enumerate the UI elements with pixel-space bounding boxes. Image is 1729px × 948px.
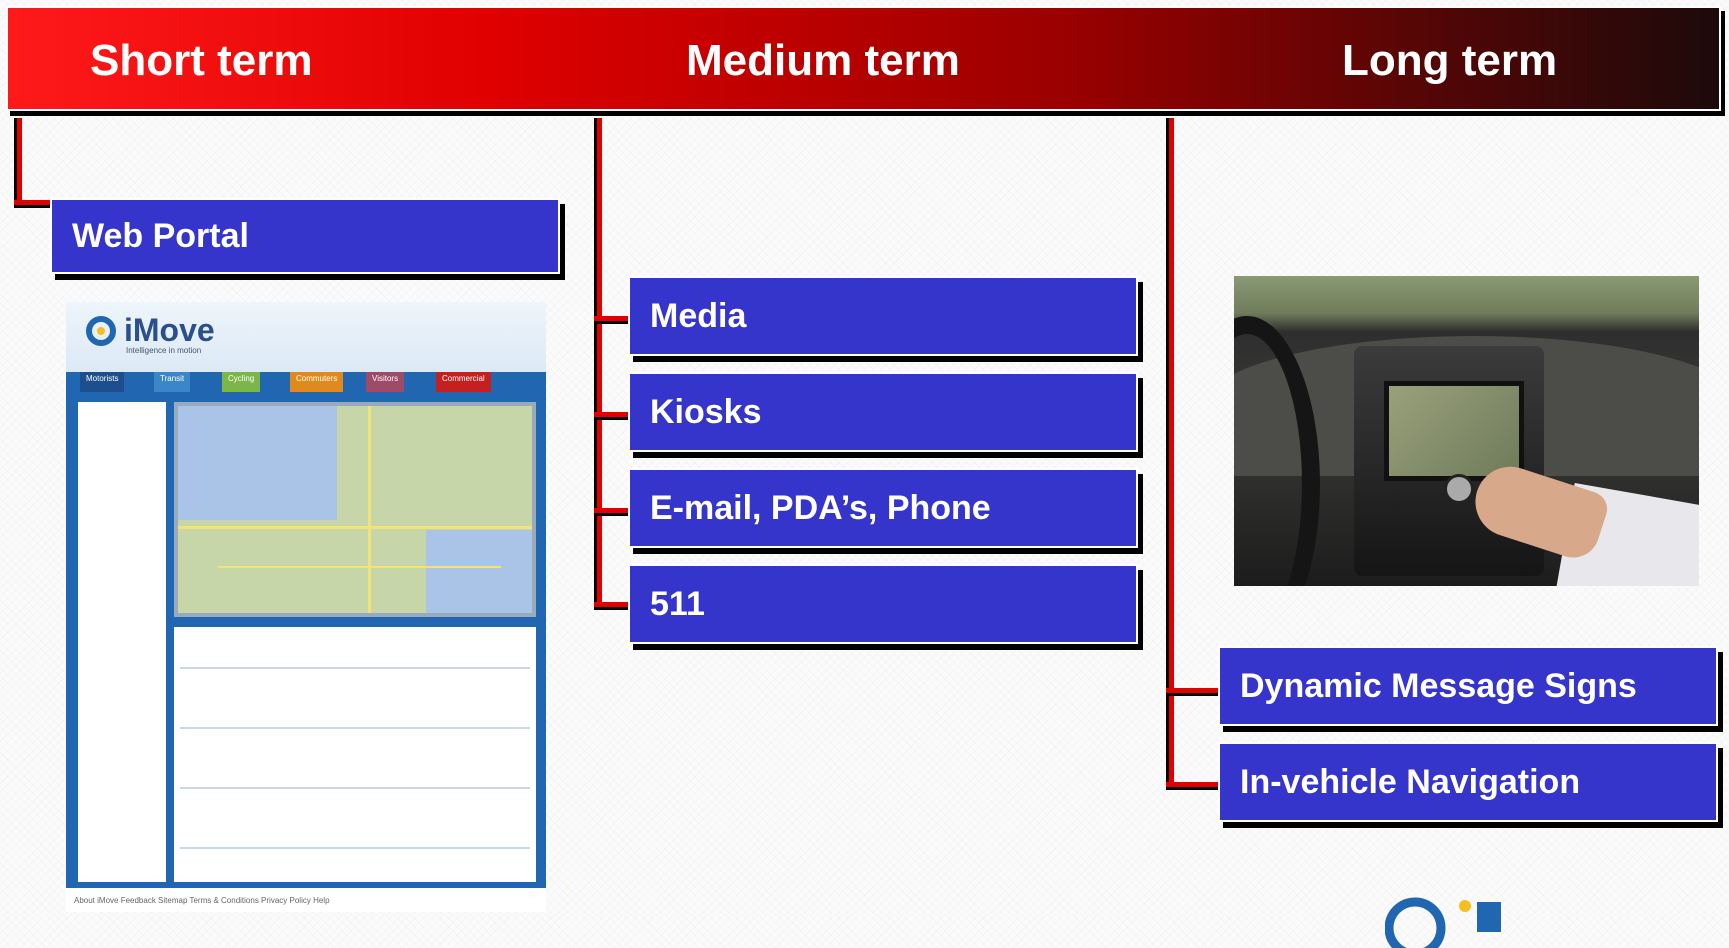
- portal-map: [174, 402, 536, 617]
- web-portal-screenshot: iMove Intelligence in motion Motorists T…: [66, 302, 546, 912]
- kiosks-box: Kiosks: [628, 372, 1138, 452]
- 511-box: 511: [628, 564, 1138, 644]
- portal-header: iMove Intelligence in motion: [66, 302, 546, 372]
- short-term-connector-vertical: [14, 118, 22, 208]
- map-road: [218, 566, 502, 568]
- media-box: Media: [628, 276, 1138, 356]
- portal-tagline: Intelligence in motion: [126, 346, 202, 355]
- kiosks-connector: [594, 412, 630, 420]
- control-knob: [1444, 474, 1474, 504]
- map-water: [425, 530, 532, 613]
- portal-advisories-table: [174, 627, 536, 882]
- dms-connector: [1166, 688, 1220, 696]
- imove-logo-dot: [97, 327, 105, 335]
- portal-tab-commuters: Commuters: [290, 372, 344, 392]
- in-vehicle-navigation-box: In-vehicle Navigation: [1218, 742, 1718, 822]
- long-term-connector-vertical: [1166, 118, 1174, 790]
- media-connector: [594, 316, 630, 324]
- in-vehicle-navigation-photo: [1234, 276, 1699, 586]
- web-portal-box: Web Portal: [50, 198, 560, 274]
- portal-sidebar: [78, 402, 166, 882]
- portal-tab-visitors: Visitors: [366, 372, 405, 392]
- map-road: [178, 526, 532, 529]
- portal-tab-motorists: Motorists: [80, 372, 125, 392]
- 511-connector: [594, 602, 630, 610]
- imove-logo-icon: [1385, 897, 1501, 948]
- navigation-screen: [1384, 381, 1524, 481]
- table-row: [180, 727, 530, 729]
- table-row: [180, 667, 530, 669]
- email-connector: [594, 508, 630, 516]
- short-term-label: Short term: [90, 36, 313, 85]
- portal-tab-commercial: Commercial: [436, 372, 491, 392]
- map-water: [178, 406, 338, 520]
- email-pda-phone-box: E-mail, PDA’s, Phone: [628, 468, 1138, 548]
- portal-logo-text: iMove: [124, 312, 215, 348]
- navigation-connector: [1166, 782, 1220, 790]
- imove-logo-icon: [86, 316, 116, 346]
- portal-footer: About iMove Feedback Sitemap Terms & Con…: [66, 888, 546, 912]
- map-road: [368, 406, 371, 613]
- portal-footer-links: About iMove Feedback Sitemap Terms & Con…: [74, 896, 330, 905]
- table-row: [180, 787, 530, 789]
- timeline-header: [6, 6, 1721, 111]
- medium-term-label: Medium term: [686, 36, 960, 85]
- portal-tab-transit: Transit: [154, 372, 191, 392]
- short-term-connector-horizontal: [14, 200, 54, 208]
- long-term-label: Long term: [1342, 36, 1558, 85]
- portal-tab-cycling: Cycling: [222, 372, 261, 392]
- medium-term-connector-vertical: [594, 118, 602, 610]
- table-row: [180, 847, 530, 849]
- dynamic-message-signs-box: Dynamic Message Signs: [1218, 646, 1718, 726]
